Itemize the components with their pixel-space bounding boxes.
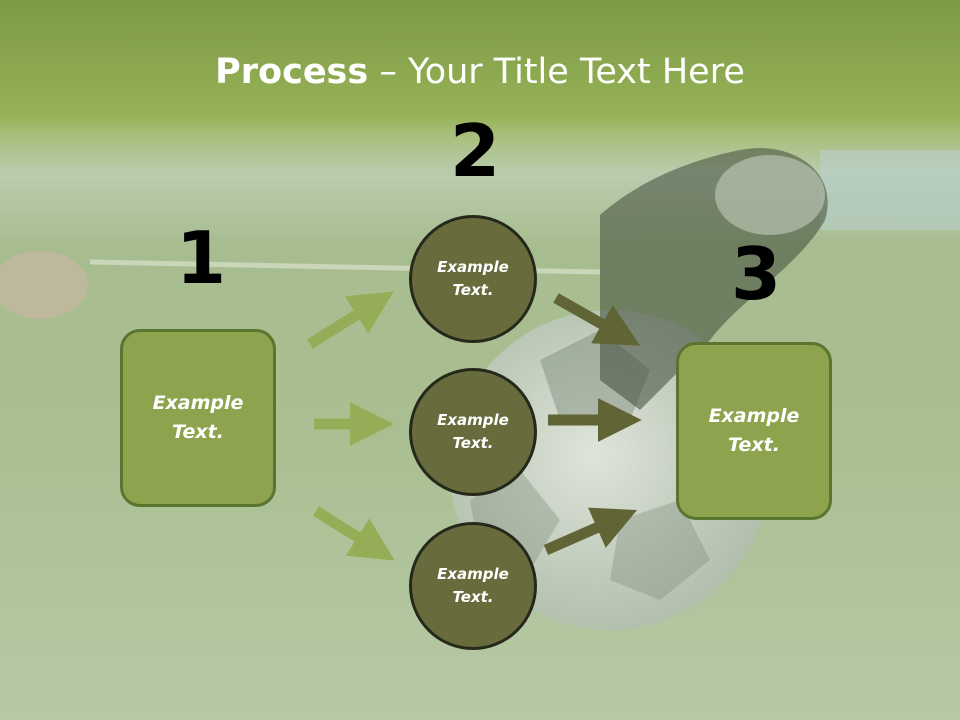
circle-2: Example Text.: [409, 368, 537, 496]
step-number-3: 3: [731, 232, 782, 316]
arrow-from-circle-1: [553, 293, 641, 346]
step-number-2: 2: [450, 109, 501, 193]
arrow-from-circle-3: [543, 507, 638, 556]
left-box: Example Text.: [120, 329, 276, 507]
circle-3-text: Example Text.: [437, 565, 509, 606]
arrow-to-circle-1: [307, 291, 394, 349]
right-box: Example Text.: [676, 342, 832, 520]
right-box-text: Example Text.: [708, 405, 800, 456]
arrow-to-circle-3: [313, 506, 395, 561]
step-number-1: 1: [176, 216, 227, 300]
circle-2-text: Example Text.: [437, 411, 509, 452]
circle-1-text: Example Text.: [437, 258, 509, 299]
circle-3: Example Text.: [409, 522, 537, 650]
slide-title: Process – Your Title Text Here: [215, 52, 745, 92]
left-box-text: Example Text.: [152, 392, 244, 443]
circle-1: Example Text.: [409, 215, 537, 343]
